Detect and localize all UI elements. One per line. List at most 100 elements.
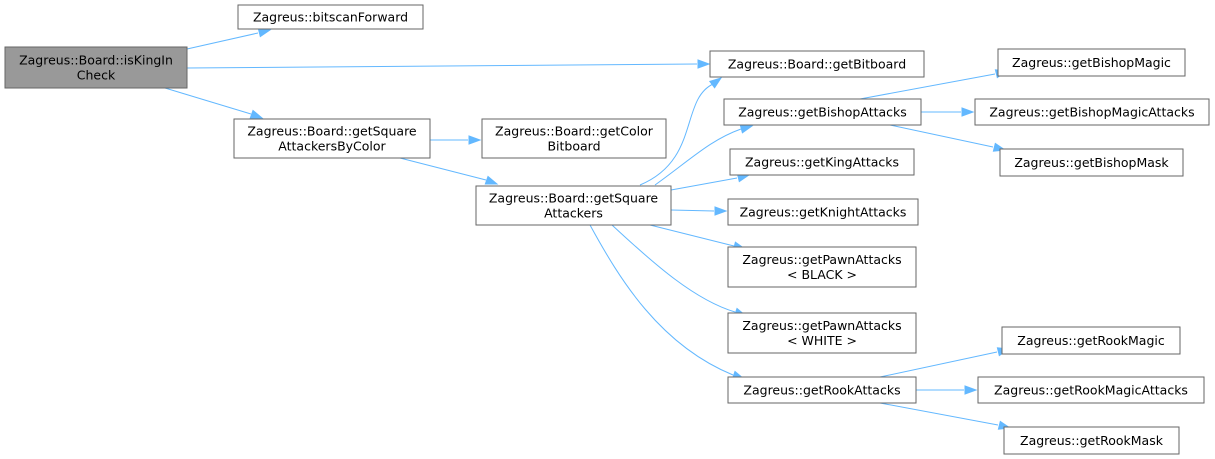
edge-line bbox=[589, 224, 734, 376]
node-label: < BLACK > bbox=[787, 267, 857, 282]
node-label: Zagreus::getRookMask bbox=[1020, 433, 1164, 448]
node-box bbox=[729, 148, 915, 176]
arrowhead-icon bbox=[964, 385, 978, 395]
arrowhead-icon bbox=[714, 206, 728, 216]
node-label: Attackers bbox=[544, 206, 603, 221]
edge-getSquareAttackers-to-getBitboard bbox=[639, 77, 723, 186]
node-label: Zagreus::Board::getBitboard bbox=[728, 57, 906, 72]
node-box bbox=[709, 50, 925, 78]
node-getBishopMagic[interactable]: Zagreus::getBishopMagic bbox=[997, 48, 1186, 77]
edge-getBishopAttacks-to-getBishopMagicAttacks bbox=[921, 107, 975, 117]
node-box bbox=[974, 98, 1210, 126]
node-label: Zagreus::getKingAttacks bbox=[745, 155, 899, 170]
node-label: Zagreus::Board::isKingIn bbox=[19, 53, 173, 68]
node-label: < WHITE > bbox=[787, 333, 857, 348]
node-label: Zagreus::getRookMagicAttacks bbox=[994, 383, 1188, 398]
node-getKingAttacks[interactable]: Zagreus::getKingAttacks bbox=[729, 148, 915, 176]
node-label: Zagreus::getPawnAttacks bbox=[742, 318, 901, 333]
node-getBishopMagicAttacks[interactable]: Zagreus::getBishopMagicAttacks bbox=[974, 98, 1210, 126]
node-label: Zagreus::getBishopAttacks bbox=[738, 105, 907, 120]
node-box bbox=[999, 148, 1184, 177]
node-box bbox=[727, 246, 917, 288]
node-getKnightAttacks[interactable]: Zagreus::getKnightAttacks bbox=[727, 198, 919, 226]
edge-isKingInCheck-to-bitscanForward bbox=[186, 28, 272, 50]
edge-getRookAttacks-to-getRookMagicAttacks bbox=[916, 385, 978, 395]
edge-getRookAttacks-to-getRookMask bbox=[879, 402, 1012, 430]
node-bitscanForward[interactable]: Zagreus::bitscanForward bbox=[237, 4, 424, 30]
edge-line bbox=[859, 73, 996, 100]
node-getSquareAttackersByColor[interactable]: Zagreus::Board::getSquareAttackersByColo… bbox=[233, 118, 431, 159]
edge-line bbox=[670, 209, 715, 212]
node-label: Check bbox=[77, 68, 116, 83]
node-box bbox=[237, 4, 424, 30]
edge-getSquareAttackers-to-getBishopAttacks bbox=[654, 124, 754, 186]
edge-line bbox=[879, 402, 999, 426]
node-getRookMagic[interactable]: Zagreus::getRookMagic bbox=[1001, 326, 1181, 355]
node-box bbox=[723, 98, 922, 126]
node-label: Zagreus::getBishopMagicAttacks bbox=[989, 105, 1194, 120]
edges-layer bbox=[164, 28, 1012, 430]
node-getBitboard[interactable]: Zagreus::Board::getBitboard bbox=[709, 50, 925, 78]
node-box bbox=[977, 376, 1205, 404]
node-box bbox=[481, 118, 667, 159]
edge-isKingInCheck-to-getSquareAttackersByColor bbox=[164, 87, 264, 119]
edge-line bbox=[639, 83, 714, 186]
edge-line bbox=[654, 128, 742, 186]
node-label: AttackersByColor bbox=[278, 139, 386, 154]
edge-line bbox=[164, 87, 252, 115]
edge-line bbox=[186, 32, 259, 50]
node-box bbox=[475, 185, 672, 226]
edge-line bbox=[889, 124, 994, 148]
node-label: Zagreus::getRookMagic bbox=[1017, 333, 1165, 348]
node-box bbox=[233, 118, 431, 159]
node-label: Zagreus::bitscanForward bbox=[253, 10, 408, 25]
node-box bbox=[1001, 326, 1181, 355]
edge-getSquareAttackers-to-getKnightAttacks bbox=[670, 206, 728, 216]
node-getPawnAttacksBlack[interactable]: Zagreus::getPawnAttacks< BLACK > bbox=[727, 246, 917, 288]
edge-line bbox=[186, 63, 698, 69]
arrowhead-icon bbox=[697, 59, 711, 69]
edge-getSquareAttackers-to-getKingAttacks bbox=[670, 173, 751, 191]
arrowhead-icon bbox=[739, 124, 754, 134]
node-getRookMagicAttacks[interactable]: Zagreus::getRookMagicAttacks bbox=[977, 376, 1205, 404]
edge-line bbox=[670, 177, 738, 191]
node-label: Zagreus::Board::getSquare bbox=[247, 124, 417, 139]
arrowhead-icon bbox=[484, 175, 499, 185]
edge-line bbox=[649, 224, 735, 247]
node-box bbox=[727, 312, 917, 354]
edge-getSquareAttackers-to-getPawnAttacksBlack bbox=[649, 224, 747, 251]
arrowhead-icon bbox=[249, 109, 264, 119]
node-getRookMask[interactable]: Zagreus::getRookMask bbox=[1003, 426, 1180, 455]
node-box bbox=[1003, 426, 1180, 455]
node-label: Zagreus::getPawnAttacks bbox=[742, 252, 901, 267]
edge-getSquareAttackersByColor-to-getSquareAttackers bbox=[399, 157, 499, 185]
node-box bbox=[4, 46, 188, 89]
node-label: Zagreus::Board::getColor bbox=[495, 124, 654, 139]
node-label: Zagreus::getBishopMagic bbox=[1012, 55, 1171, 70]
node-label: Zagreus::Board::getSquare bbox=[489, 191, 659, 206]
node-getRookAttacks[interactable]: Zagreus::getRookAttacks bbox=[727, 376, 917, 404]
edge-line bbox=[611, 224, 736, 313]
edge-line bbox=[399, 157, 487, 181]
arrowhead-icon bbox=[961, 107, 975, 117]
node-getBishopMask[interactable]: Zagreus::getBishopMask bbox=[999, 148, 1184, 177]
edge-getBishopAttacks-to-getBishopMask bbox=[889, 124, 1007, 152]
edge-getSquareAttackersByColor-to-getColorBitboard bbox=[430, 135, 482, 145]
node-label: Zagreus::getKnightAttacks bbox=[740, 205, 907, 220]
node-getBishopAttacks[interactable]: Zagreus::getBishopAttacks bbox=[723, 98, 922, 126]
edge-getSquareAttackers-to-getPawnAttacksWhite bbox=[611, 224, 748, 317]
node-getPawnAttacksWhite[interactable]: Zagreus::getPawnAttacks< WHITE > bbox=[727, 312, 917, 354]
edge-line bbox=[879, 351, 998, 378]
node-box bbox=[727, 376, 917, 404]
arrowhead-icon bbox=[708, 77, 723, 89]
node-box bbox=[997, 48, 1186, 77]
arrowhead-icon bbox=[468, 135, 482, 145]
node-box bbox=[727, 198, 919, 226]
node-label: Zagreus::getBishopMask bbox=[1014, 155, 1169, 170]
edge-isKingInCheck-to-getBitboard bbox=[186, 59, 711, 69]
